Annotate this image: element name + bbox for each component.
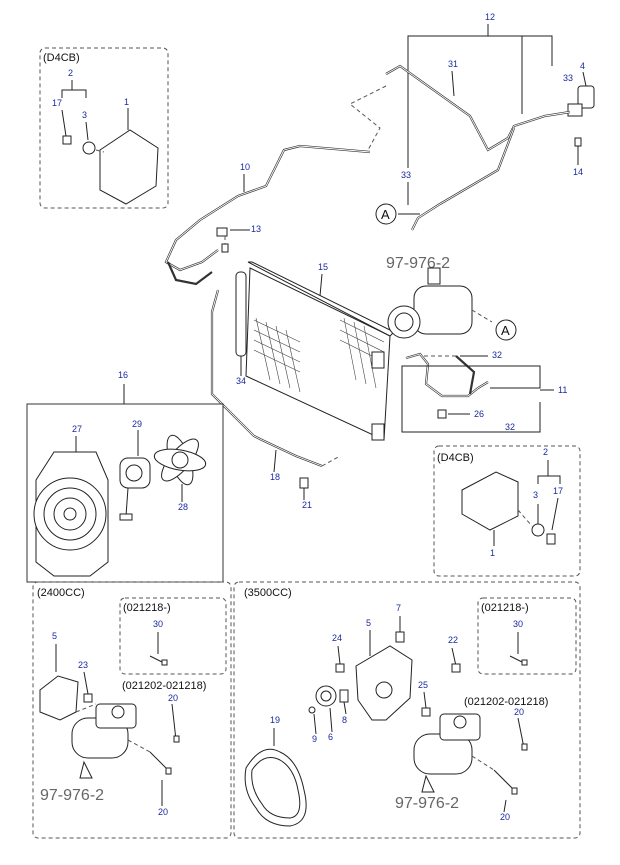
callout-12[interactable]: 12 bbox=[485, 12, 495, 22]
callout-2-right[interactable]: 2 bbox=[543, 447, 548, 457]
callout-17-top-left[interactable]: 17 bbox=[52, 98, 62, 108]
callout-13[interactable]: 13 bbox=[251, 224, 261, 234]
section-marker-a-mid bbox=[495, 319, 517, 341]
callout-6[interactable]: 6 bbox=[328, 732, 333, 742]
callout-3-right[interactable]: 3 bbox=[533, 490, 538, 500]
bolt-26 bbox=[437, 409, 447, 419]
refrigerant-pipes: 12 33 4 14 31 33 A 97-976-2 10 bbox=[164, 12, 595, 286]
compressor-body-top bbox=[413, 285, 473, 335]
bolt-14 bbox=[574, 137, 582, 147]
callout-23[interactable]: 23 bbox=[78, 660, 88, 670]
d4cb-top-left-border bbox=[39, 47, 169, 209]
engine-2400cc-panel: (2400CC) (021218-) 30 (021202-021218) 20… bbox=[32, 581, 232, 839]
callout-24[interactable]: 24 bbox=[332, 633, 342, 643]
range-b-left-label: (021202-021218) bbox=[122, 680, 206, 692]
range-a-right-box bbox=[477, 597, 577, 675]
engine-3500cc-panel: (3500CC) (021218-) 30 (021202-021218) 20… bbox=[233, 581, 581, 839]
callout-20-left-upper[interactable]: 20 bbox=[168, 693, 178, 703]
bolt-17-right bbox=[546, 533, 556, 545]
callout-14[interactable]: 14 bbox=[573, 167, 583, 177]
callout-1-top-left[interactable]: 1 bbox=[124, 97, 129, 107]
callout-19[interactable]: 19 bbox=[270, 715, 280, 725]
callout-20-right-upper[interactable]: 20 bbox=[514, 707, 524, 717]
reference-code-top: 97-976-2 bbox=[386, 255, 450, 272]
callout-33-top[interactable]: 33 bbox=[563, 73, 573, 83]
callout-22[interactable]: 22 bbox=[448, 635, 458, 645]
callout-21[interactable]: 21 bbox=[302, 500, 312, 510]
callout-31[interactable]: 31 bbox=[448, 59, 458, 69]
compressor-bracket-2400 bbox=[39, 675, 79, 721]
callout-30-left[interactable]: 30 bbox=[153, 619, 163, 629]
compressor-top: A 32 11 26 32 bbox=[387, 267, 567, 433]
callout-11[interactable]: 11 bbox=[558, 385, 567, 395]
range-a-left-label: (021218-) bbox=[123, 602, 171, 614]
callout-7[interactable]: 7 bbox=[396, 603, 401, 613]
drier-block bbox=[567, 103, 583, 117]
receiver-drier bbox=[577, 85, 595, 109]
callout-2-top-left[interactable]: 2 bbox=[68, 68, 73, 78]
callout-17-right[interactable]: 17 bbox=[553, 486, 563, 496]
washer-3-top-left bbox=[82, 141, 96, 155]
range-a-right-label: (021218-) bbox=[481, 602, 529, 614]
marker-a-mid-text: A bbox=[501, 323, 510, 338]
callout-5-right[interactable]: 5 bbox=[366, 618, 371, 628]
callout-10[interactable]: 10 bbox=[240, 162, 250, 172]
engine-3500cc-label: (3500CC) bbox=[244, 587, 292, 599]
section-marker-a-top bbox=[375, 203, 397, 225]
callout-20-right-lower[interactable]: 20 bbox=[500, 812, 510, 822]
engine-3500cc-border bbox=[233, 581, 581, 839]
callout-9[interactable]: 9 bbox=[312, 734, 317, 744]
callout-5-left[interactable]: 5 bbox=[52, 631, 57, 641]
reference-code-right: 97-976-2 bbox=[395, 795, 459, 812]
callout-26[interactable]: 26 bbox=[474, 409, 484, 419]
drive-belt bbox=[244, 748, 307, 827]
d4cb-right-panel: (D4CB) 2 3 17 1 bbox=[433, 445, 581, 577]
bolt-17-top-left bbox=[62, 135, 72, 145]
callout-20-left-lower[interactable]: 20 bbox=[158, 807, 168, 817]
fan-assembly-panel: 16 27 29 28 bbox=[26, 370, 224, 583]
pipe-31 bbox=[385, 64, 571, 152]
callout-32-bottom[interactable]: 32 bbox=[505, 422, 515, 432]
range-a-left-box bbox=[119, 597, 227, 675]
range-b-right-label: (021202-021218) bbox=[464, 696, 548, 708]
callout-27[interactable]: 27 bbox=[72, 424, 82, 434]
fan-blade bbox=[153, 434, 207, 486]
washer-3-right bbox=[531, 523, 545, 537]
callout-30-right[interactable]: 30 bbox=[513, 619, 523, 629]
callout-16[interactable]: 16 bbox=[118, 370, 128, 380]
condenser-receiver-tank bbox=[235, 271, 247, 357]
d4cb-right-label: (D4CB) bbox=[437, 452, 474, 464]
callout-25[interactable]: 25 bbox=[418, 680, 428, 690]
d4cb-top-left-label: (D4CB) bbox=[43, 52, 80, 64]
d4cb-top-left-panel: (D4CB) 2 17 3 1 bbox=[39, 47, 169, 209]
callout-18[interactable]: 18 bbox=[270, 472, 280, 482]
callout-15[interactable]: 15 bbox=[318, 262, 328, 272]
callout-29[interactable]: 29 bbox=[132, 419, 142, 429]
callout-4[interactable]: 4 bbox=[580, 61, 585, 71]
callout-28[interactable]: 28 bbox=[178, 502, 188, 512]
callout-8[interactable]: 8 bbox=[342, 715, 347, 725]
reference-code-left: 97-976-2 bbox=[40, 787, 104, 804]
pipe-10 bbox=[164, 144, 371, 272]
callout-32-top[interactable]: 32 bbox=[492, 350, 502, 360]
condenser-assembly: 15 34 18 bbox=[210, 261, 395, 510]
bolt-21 bbox=[299, 477, 309, 489]
engine-2400cc-border bbox=[32, 581, 232, 839]
condenser-fins bbox=[253, 317, 385, 393]
engine-2400cc-label: (2400CC) bbox=[37, 587, 85, 599]
d4cb-right-border bbox=[433, 445, 581, 577]
heat-shield-right bbox=[461, 471, 519, 531]
callout-34[interactable]: 34 bbox=[236, 376, 246, 386]
clip-13 bbox=[216, 227, 228, 237]
marker-a-top-text: A bbox=[381, 207, 390, 222]
heat-shield-top-left bbox=[99, 129, 159, 205]
callout-3-top-left[interactable]: 3 bbox=[82, 110, 87, 120]
callout-1-right[interactable]: 1 bbox=[490, 548, 495, 558]
sensor-7 bbox=[395, 631, 405, 643]
callout-33-mid[interactable]: 33 bbox=[401, 170, 411, 180]
